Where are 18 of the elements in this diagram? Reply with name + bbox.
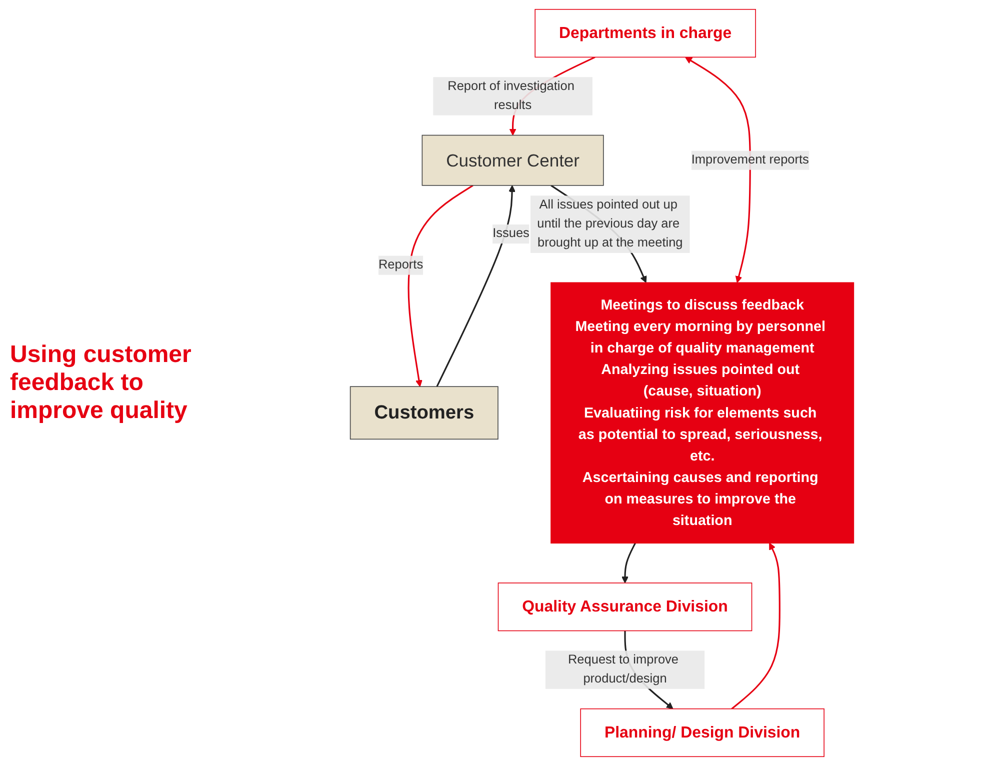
edge-label: Issues [492,226,530,240]
node-box: Meetings to discuss feedback Meeting every morning by personnel in charge of quality management Analyzing issues pointed out (cause, situation) Evaluatiing risk for elements such as potential to spread, seriousness, etc. Ascertaining causes and reporting on measures to improve the situation [550,282,854,544]
note-text: Using customer feedback to improve quality [10,340,192,424]
arrow [622,542,636,583]
node-box: Customers [350,386,498,440]
edge-label: Request to improve product/design [568,652,678,686]
node-box: Customer Center [422,134,604,186]
arrow [436,184,516,386]
edge-label: Improvement reports [691,152,809,166]
arrow [731,542,780,709]
edge-label: Report of investigation results [448,78,574,112]
edge-label: All issues pointed out up until the previous day are brought up at the meeting [537,197,683,250]
arrow [408,184,474,386]
node-box: Quality Assurance Division [498,582,752,631]
node-box: Planning/ Design Division [580,708,824,757]
edge-label: Reports [378,258,424,272]
node-box: Departments in charge [534,8,756,58]
arrow [685,56,751,282]
